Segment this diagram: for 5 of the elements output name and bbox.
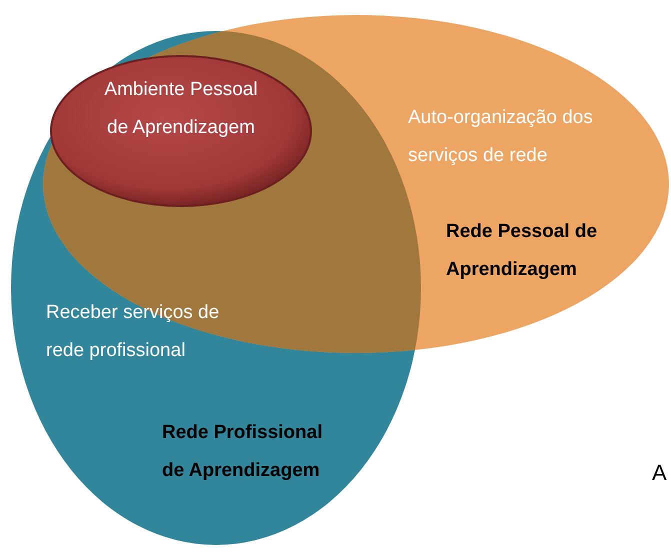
ellipse-title: Rede Pessoal de Aprendizagem: [446, 220, 598, 282]
description-text: Auto-organização dos serviços de rede: [408, 106, 594, 168]
cut-off-text: A: [652, 460, 667, 486]
ellipse-title: Rede Profissional de Aprendizagem: [162, 421, 324, 483]
ellipse-label: Ambiente Pessoal de Aprendizagem: [103, 78, 259, 140]
